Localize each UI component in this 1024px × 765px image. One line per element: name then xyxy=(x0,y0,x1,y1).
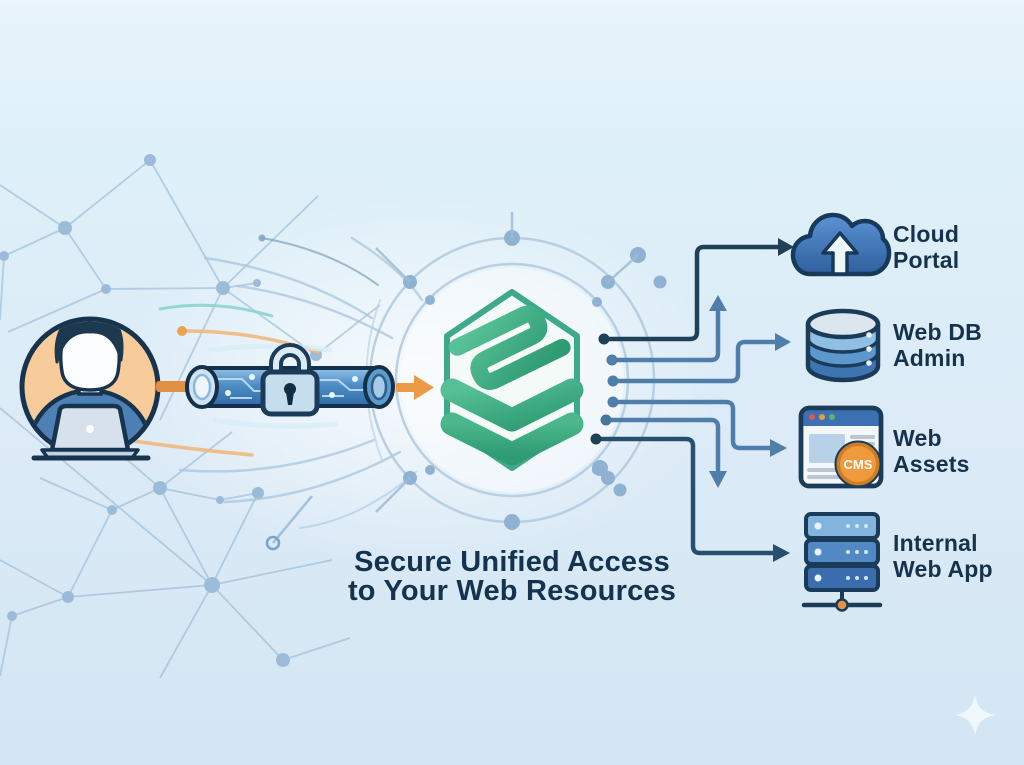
main-title: Secure Unified Access to Your Web Resour… xyxy=(0,548,1024,606)
svg-text:CMS: CMS xyxy=(844,457,873,472)
database-icon xyxy=(805,308,881,383)
tunnel-to-hub-arrow xyxy=(396,375,434,400)
label-cloud-portal: Cloud Portal xyxy=(893,221,1024,273)
network-mesh-nodes xyxy=(0,154,322,667)
sparkle-watermark xyxy=(955,695,995,735)
label-web-assets-line1: Web xyxy=(893,425,942,451)
label-internal-web-app: Internal Web App xyxy=(893,530,1024,582)
label-web-db-admin-line1: Web DB xyxy=(893,319,982,345)
label-cloud-portal-line1: Cloud xyxy=(893,221,960,247)
fanout-origin-dots xyxy=(590,333,619,445)
hexagon-layers-logo xyxy=(440,289,584,471)
cloud-upload-icon xyxy=(790,212,892,277)
logo-s-glyph xyxy=(448,305,571,390)
person-laptop-avatar xyxy=(19,316,161,461)
label-cloud-portal-line2: Portal xyxy=(893,247,960,273)
label-web-assets: Web Assets xyxy=(893,425,1024,477)
fanout-lines xyxy=(590,238,794,562)
browser-cms-icon: CMS xyxy=(798,405,884,489)
label-web-db-admin-line2: Admin xyxy=(893,345,966,371)
label-internal-web-app-line1: Internal xyxy=(893,530,978,556)
label-web-db-admin: Web DB Admin xyxy=(893,319,1024,371)
fanout-arrowheads xyxy=(709,238,794,562)
padlock-icon xyxy=(260,343,320,417)
server-rack-icon xyxy=(801,512,883,612)
label-web-assets-line2: Assets xyxy=(893,451,970,477)
title-line2: to Your Web Resources xyxy=(347,575,677,607)
label-internal-web-app-line2: Web App xyxy=(893,556,993,582)
title-line1: Secure Unified Access xyxy=(354,546,670,578)
cms-badge: CMS xyxy=(834,440,882,488)
tunnel-circuit-traces xyxy=(214,378,372,399)
tunnel-circuit-dots xyxy=(225,374,358,398)
